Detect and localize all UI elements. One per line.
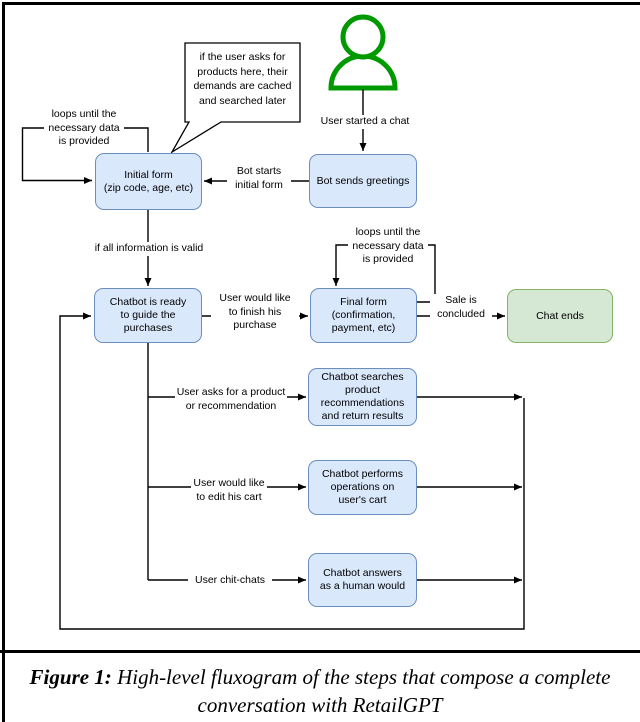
figure-caption-text: High-level fluxogram of the steps that c…: [111, 665, 611, 717]
node-final-form: Final form (confirmation, payment, etc): [310, 288, 417, 343]
edge-label-finish-purchase: User would like to finish his purchase: [211, 292, 299, 333]
edge-final-self-loop: [332, 244, 436, 303]
edge-label-sale-concluded: Sale is concluded: [430, 294, 492, 321]
edge-label-user-started: User started a chat: [319, 115, 411, 129]
node-initial-form: Initial form (zip code, age, etc): [95, 153, 202, 210]
edge-label-ask-product: User asks for a product or recommendatio…: [175, 386, 287, 413]
node-search-products: Chatbot searches product recommendations…: [308, 368, 417, 426]
figure-caption-label: Figure 1:: [29, 665, 112, 689]
user-icon: [328, 14, 398, 91]
caption-divider: [0, 650, 640, 653]
edge-label-bot-starts: Bot starts initial form: [227, 165, 291, 192]
edge-initial-self-loop: [21, 127, 149, 184]
node-chat-ends: Chat ends: [507, 289, 613, 343]
loop-label-final: loops until the necessary data is provid…: [348, 226, 428, 267]
callout-note: if the user asks for products here, thei…: [193, 51, 292, 107]
node-cart-operations: Chatbot performs operations on user's ca…: [308, 460, 417, 515]
edge-label-info-valid: if all information is valid: [92, 242, 206, 256]
edge-label-edit-cart: User would like to edit his cart: [191, 477, 267, 504]
node-bot-greetings: Bot sends greetings: [309, 154, 417, 208]
loop-label-initial: loops until the necessary data is provid…: [44, 108, 124, 149]
edge-label-chit-chats: User chit-chats: [188, 574, 272, 588]
callout-bubble: [170, 42, 301, 154]
figure-caption: Figure 1: High-level fluxogram of the st…: [0, 663, 640, 719]
edge-return-loop: [59, 312, 525, 630]
node-chatbot-ready: Chatbot is ready to guide the purchases: [94, 288, 202, 343]
node-chitchat-answer: Chatbot answers as a human would: [308, 553, 417, 607]
